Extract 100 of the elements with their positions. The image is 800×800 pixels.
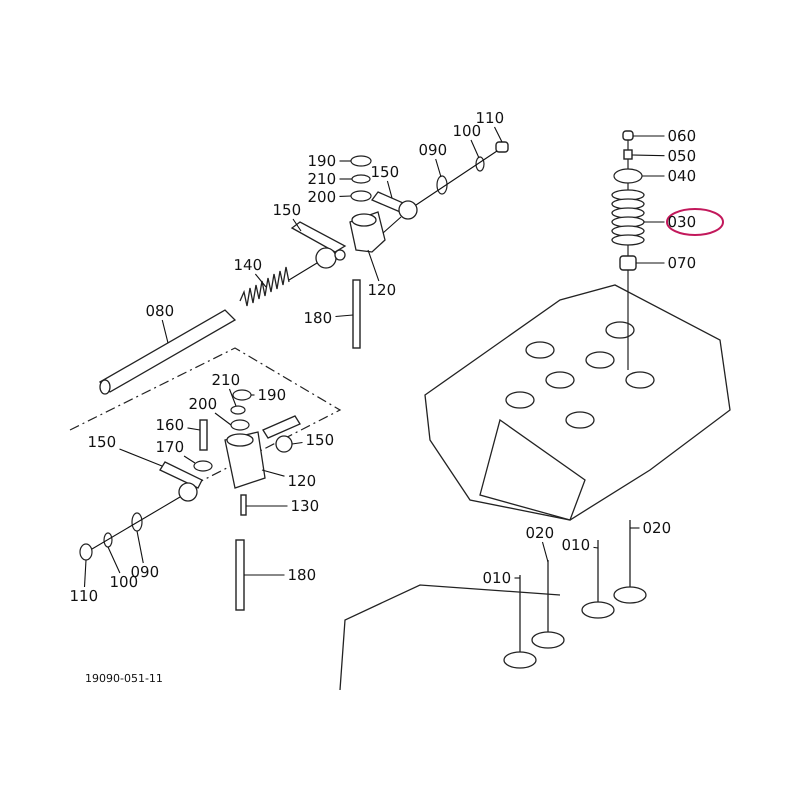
callout-number: 150 bbox=[370, 164, 400, 180]
callout-number: 150 bbox=[86, 434, 118, 450]
assembly-line bbox=[288, 262, 318, 280]
leader-line bbox=[514, 577, 520, 579]
leader-line bbox=[214, 412, 232, 426]
leader-line bbox=[162, 320, 169, 344]
callout-number: 070 bbox=[666, 255, 698, 271]
callout-number: 140 bbox=[232, 257, 264, 273]
stud-drawing bbox=[352, 279, 361, 349]
callout-number: 210 bbox=[210, 372, 242, 388]
callout-number: 010 bbox=[560, 537, 592, 553]
leader-line bbox=[335, 314, 354, 318]
leader-line bbox=[184, 456, 196, 464]
washer-drawing bbox=[103, 532, 113, 548]
callout-number: 050 bbox=[666, 148, 698, 164]
washer-drawing bbox=[475, 156, 485, 172]
leader-line bbox=[339, 195, 352, 197]
leader-line bbox=[642, 175, 664, 177]
bracket-drawing bbox=[224, 431, 266, 489]
leader-line bbox=[340, 178, 352, 180]
leader-line bbox=[108, 546, 120, 574]
leader-line bbox=[292, 442, 303, 445]
rocker-arm-drawing bbox=[262, 415, 301, 453]
callout-number: 060 bbox=[666, 128, 698, 144]
callout-number: 210 bbox=[306, 171, 338, 187]
callout-number: 200 bbox=[188, 396, 218, 412]
rocker-arm-drawing bbox=[370, 191, 418, 220]
leader-line bbox=[593, 546, 598, 549]
callout-number: 170 bbox=[154, 439, 186, 455]
drawing-number: 19090-051-11 bbox=[85, 672, 163, 685]
leader-line bbox=[244, 574, 284, 576]
adjusting-screw-drawing bbox=[199, 419, 208, 451]
callout-number: 120 bbox=[366, 282, 398, 298]
leader-line bbox=[228, 388, 237, 406]
bolt-drawing bbox=[79, 543, 93, 561]
callout-number: 030 bbox=[666, 214, 698, 230]
leader-line bbox=[246, 505, 288, 507]
leader-line bbox=[633, 135, 664, 137]
callout-number: 160 bbox=[154, 417, 186, 433]
bolt-drawing bbox=[495, 141, 509, 153]
callout-number: 200 bbox=[306, 189, 338, 205]
assembly-line bbox=[382, 216, 402, 234]
leader-line bbox=[630, 527, 640, 529]
leader-line bbox=[136, 530, 144, 564]
leader-line bbox=[386, 180, 393, 198]
rocker-arm-drawing bbox=[290, 221, 346, 269]
nut-drawing bbox=[193, 460, 213, 472]
callout-number: 090 bbox=[418, 142, 448, 158]
collet-drawing bbox=[623, 149, 633, 160]
leader-line bbox=[542, 542, 549, 562]
callout-number: 180 bbox=[302, 310, 334, 326]
washer-drawing bbox=[436, 175, 448, 195]
leader-line bbox=[435, 158, 442, 178]
leader-line bbox=[470, 140, 480, 158]
washer-drawing bbox=[131, 512, 143, 532]
callout-number: 130 bbox=[290, 498, 320, 514]
nut-drawing bbox=[350, 155, 372, 167]
washer-drawing bbox=[230, 419, 250, 431]
leader-line bbox=[251, 394, 254, 396]
clip-drawing bbox=[351, 174, 371, 184]
callout-number: 150 bbox=[304, 432, 336, 448]
leader-line bbox=[494, 126, 502, 142]
callout-number: 080 bbox=[144, 303, 176, 319]
callout-number: 110 bbox=[474, 110, 506, 126]
bracket-drawing bbox=[349, 211, 386, 253]
leader-line bbox=[367, 250, 380, 282]
nut-drawing bbox=[232, 389, 252, 401]
leader-line bbox=[84, 560, 87, 588]
callout-number: 120 bbox=[286, 473, 318, 489]
leader-line bbox=[636, 262, 664, 264]
washer-drawing bbox=[350, 190, 372, 202]
callout-number: 100 bbox=[452, 123, 482, 139]
assembly-line bbox=[92, 496, 180, 550]
valve-spring-drawing bbox=[611, 189, 645, 246]
leader-line bbox=[187, 427, 200, 431]
rocker-arm-drawing bbox=[159, 461, 203, 502]
leader-line bbox=[254, 274, 266, 288]
leader-line bbox=[119, 448, 162, 467]
leader-line bbox=[644, 221, 664, 223]
clip-drawing bbox=[230, 405, 246, 415]
valve-drawing bbox=[531, 560, 565, 649]
leader-line bbox=[340, 160, 351, 162]
callout-number: 040 bbox=[666, 168, 698, 184]
assembly-line bbox=[416, 150, 498, 206]
callout-number: 010 bbox=[482, 570, 512, 586]
leader-line bbox=[632, 154, 665, 156]
pin-drawing bbox=[240, 494, 247, 516]
callout-number: 150 bbox=[272, 202, 302, 218]
valve-seal-drawing bbox=[619, 255, 637, 271]
callout-number: 180 bbox=[286, 567, 318, 583]
stud-drawing bbox=[235, 539, 245, 611]
leader-line bbox=[262, 469, 285, 477]
leader-line bbox=[292, 218, 302, 232]
callout-number: 020 bbox=[642, 520, 672, 536]
spring-retainer-drawing bbox=[613, 168, 643, 184]
callout-number: 110 bbox=[68, 588, 100, 604]
callout-number: 020 bbox=[524, 525, 556, 541]
callout-number: 190 bbox=[306, 153, 338, 169]
valve-cap-drawing bbox=[622, 130, 634, 141]
callout-number: 190 bbox=[256, 387, 288, 403]
